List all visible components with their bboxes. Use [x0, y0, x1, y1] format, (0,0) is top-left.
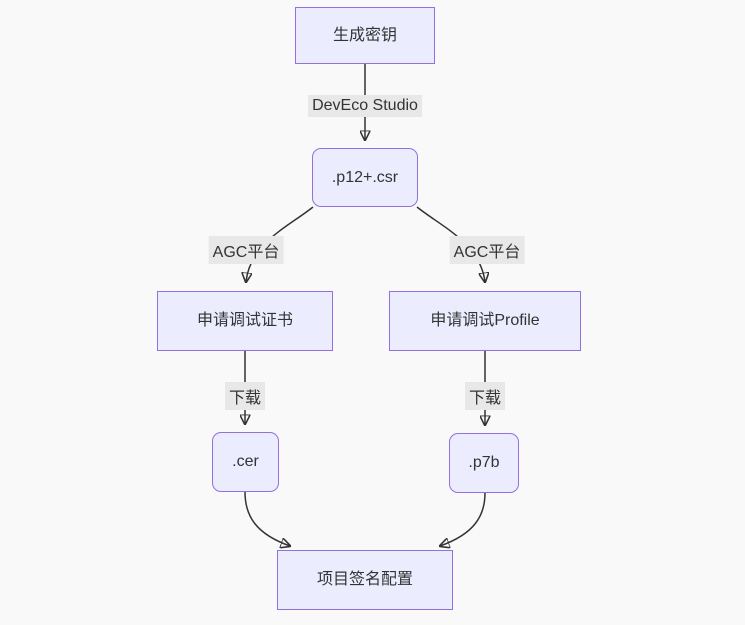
node-p12-csr-label: .p12+.csr: [331, 168, 399, 186]
edge-label-agc-platform-right: AGC平台: [449, 236, 525, 264]
node-cer-label: .cer: [232, 453, 259, 471]
node-project-signing-config-label: 项目签名配置: [316, 571, 413, 589]
edge-label-agc-platform-left: AGC平台: [208, 236, 284, 264]
node-generate-key-label: 生成密钥: [332, 26, 397, 44]
node-apply-debug-profile-label: 申请调试Profile: [430, 312, 540, 330]
edge-p7b-to-signing: [440, 492, 486, 546]
node-p12-csr: .p12+.csr: [312, 148, 418, 207]
node-apply-debug-cert-label: 申请调试证书: [196, 312, 293, 330]
edge-cer-to-signing: [244, 491, 290, 546]
node-apply-debug-profile: 申请调试Profile: [389, 291, 581, 351]
node-apply-debug-cert: 申请调试证书: [157, 291, 333, 351]
node-p7b: .p7b: [449, 433, 519, 493]
node-generate-key: 生成密钥: [295, 7, 435, 64]
node-project-signing-config: 项目签名配置: [277, 550, 453, 610]
edge-label-deveco-studio: DevEco Studio: [308, 95, 422, 117]
node-p7b-label: .p7b: [468, 454, 500, 472]
edge-label-download-right: 下载: [464, 382, 506, 410]
node-cer: .cer: [212, 432, 279, 492]
edge-label-download-left: 下载: [224, 382, 266, 410]
